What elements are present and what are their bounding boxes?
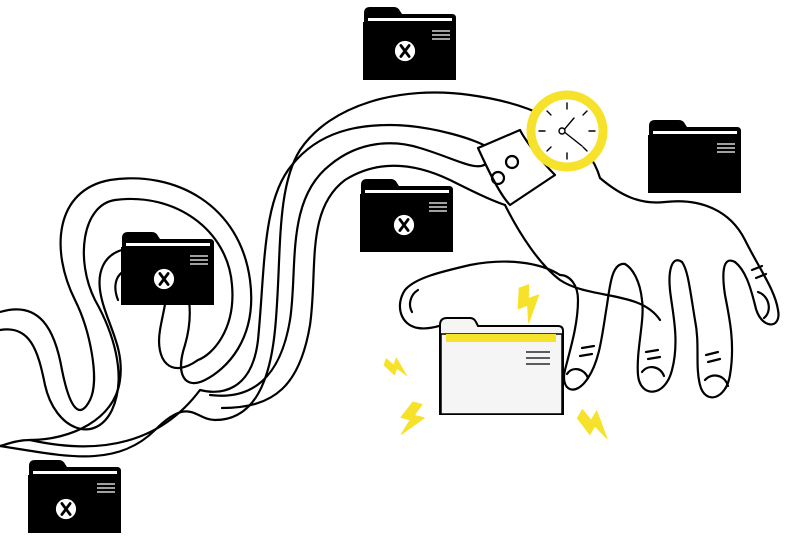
x-mark-icon	[394, 40, 416, 62]
x-mark-icon	[153, 268, 175, 290]
x-mark-icon	[393, 214, 415, 236]
folder-left	[121, 231, 215, 305]
watch-icon	[526, 90, 608, 172]
x-mark-icon	[55, 498, 77, 520]
held-folder	[439, 317, 564, 415]
winding-arm	[0, 91, 780, 458]
folder-right	[648, 119, 742, 193]
folder-bottom-left	[28, 459, 122, 533]
folder-middle	[360, 178, 454, 252]
folder-top-center	[363, 6, 457, 80]
